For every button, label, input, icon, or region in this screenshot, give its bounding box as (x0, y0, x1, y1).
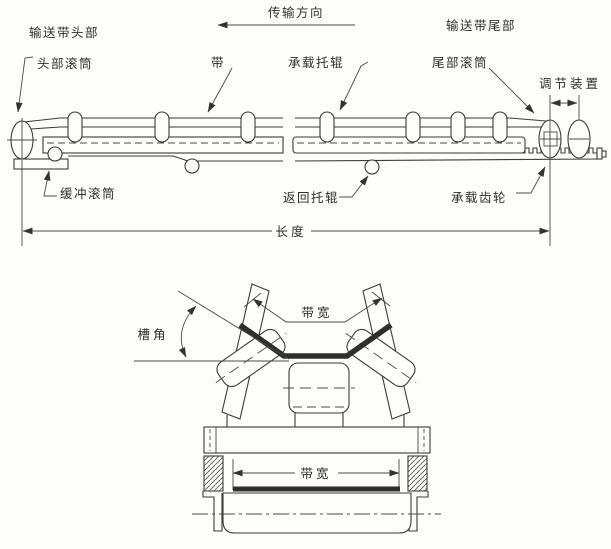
carrying-idlers (67, 111, 508, 143)
carrying-idler-leader (339, 61, 369, 111)
belt-width-top-dim (252, 297, 383, 323)
bearing-block-right (407, 455, 428, 492)
idler (450, 111, 466, 143)
idler (492, 111, 508, 143)
belt-width-bottom-label: 带宽 (300, 466, 331, 481)
idler (154, 111, 170, 143)
side-view: 传输方向 输送带头部 输送带尾部 (7, 5, 607, 246)
return-roller-2 (364, 159, 380, 175)
head-pulley-leader (15, 56, 34, 113)
belt-label: 带 (211, 56, 225, 70)
direction-label: 传输方向 (268, 5, 324, 20)
right-leg (408, 491, 429, 532)
idler (67, 111, 83, 143)
left-leg (202, 491, 223, 532)
carrying-gear-label: 承载齿轮 (451, 191, 507, 205)
trough-angle-label: 槽角 (137, 328, 168, 342)
tail-pulley-label: 尾部滚筒 (432, 55, 488, 70)
return-roller-body (222, 492, 412, 534)
idler (319, 111, 335, 143)
screw-end-step1 (596, 147, 603, 160)
angle-arc (178, 305, 197, 358)
screw-end-step2 (601, 150, 607, 158)
troughed-belt (238, 322, 393, 359)
tail-pulley-leader (488, 67, 535, 114)
belt-run-lines (23, 117, 547, 130)
lower-rail (203, 426, 431, 454)
bearing-block-left (203, 455, 224, 492)
cross-section: 槽角 带宽 带宽 (134, 283, 441, 534)
carrying-gear-leader (516, 166, 546, 194)
width-ext-tick-left (243, 292, 262, 308)
adjusting-device-label: 调节装置 (539, 77, 601, 91)
idler (240, 111, 256, 143)
tail-section-label: 输送带尾部 (446, 18, 516, 33)
belt-leader (207, 67, 233, 113)
return-idler-leader (339, 175, 369, 198)
head-bracket (13, 158, 69, 170)
return-belt-right (294, 158, 602, 162)
return-belt-left (68, 155, 283, 162)
return-idler-label: 返回托辊 (283, 191, 339, 205)
head-section-label: 输送带头部 (29, 25, 99, 40)
return-roller-1 (184, 158, 200, 174)
buffer-roller (47, 146, 63, 162)
length-label: 长度 (275, 224, 306, 239)
angle-incline-line (177, 290, 290, 360)
buffer-roller-label: 缓冲滚筒 (60, 186, 116, 201)
buffer-roller-leader (43, 170, 57, 197)
carrying-idler-label: 承载托辊 (288, 56, 344, 70)
idler (405, 111, 421, 143)
head-pulley-label: 头部滚筒 (37, 56, 93, 71)
belt-width-top-label: 带宽 (301, 305, 332, 320)
